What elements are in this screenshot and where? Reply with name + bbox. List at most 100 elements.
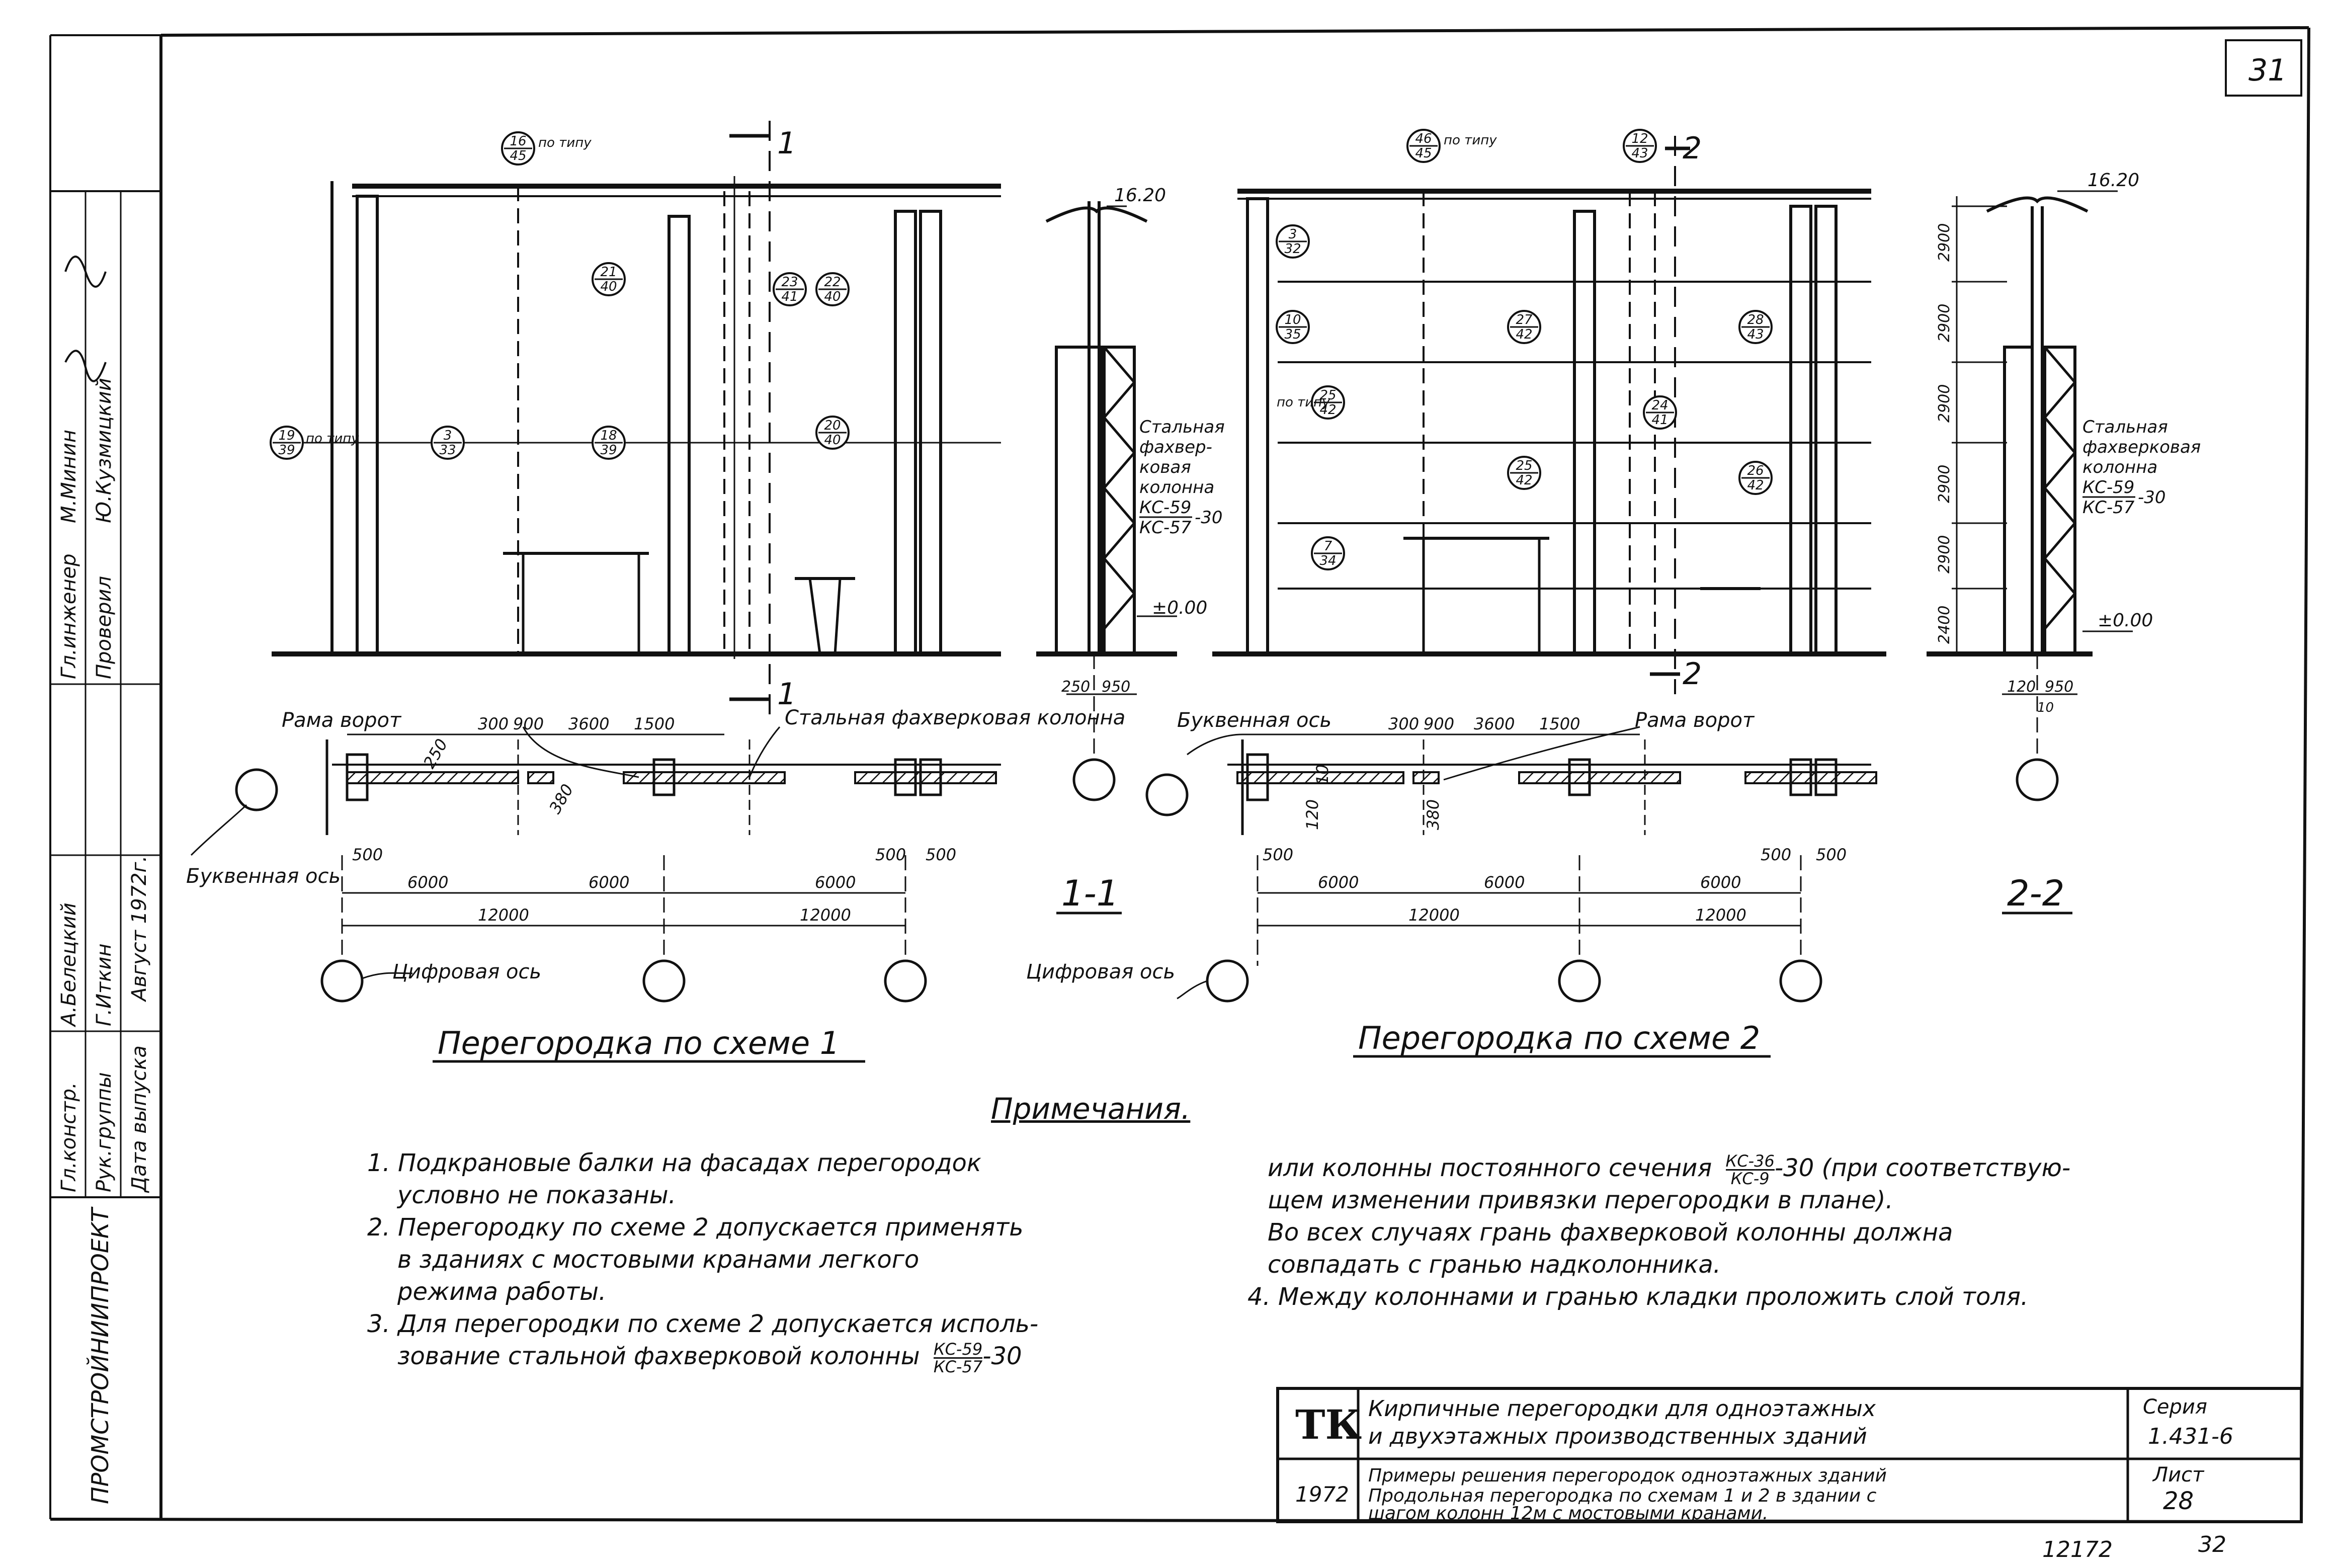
stamp-name: Август 1972г.	[128, 856, 151, 1003]
column-label: Стальная	[1139, 417, 1225, 437]
stamp-name: А.Белецкий	[57, 902, 80, 1028]
note-line: условно не показаны.	[397, 1181, 676, 1209]
mark-num: 26	[1747, 463, 1764, 478]
section-title: 2-2	[2007, 873, 2064, 914]
mark-num: 3	[444, 428, 452, 443]
dim: 6000	[1484, 873, 1525, 892]
column-num: КС-59	[1139, 498, 1191, 518]
mark-den: 45	[510, 148, 526, 163]
height-dim: 2900	[1936, 304, 1953, 342]
mark-num: 23	[781, 275, 798, 290]
mark-num: 25	[1516, 458, 1532, 473]
level-zero: ±0.00	[1152, 598, 1207, 618]
plan-1	[190, 726, 1001, 1003]
mark-num: 28	[1747, 312, 1764, 327]
fraction-suffix: -30	[982, 1342, 1022, 1370]
stamp-role: Проверил	[93, 576, 116, 679]
notes-right: или колонны постоянного сечения КС-36 КС…	[1247, 1152, 2070, 1313]
label-digit-axis: Цифровая ось	[1026, 960, 1175, 983]
dim: 300	[1388, 714, 1419, 733]
note-text: или колонны постоянного сечения	[1268, 1154, 1712, 1182]
level-zero: ±0.00	[2098, 610, 2153, 631]
column-num: КС-59	[2082, 477, 2134, 498]
mark-den: 43	[1631, 146, 1648, 161]
mark-note: по типу	[1444, 133, 1497, 148]
height-dim: 2900	[1936, 535, 1953, 573]
archive-number: 12172	[2042, 1537, 2113, 1562]
note-line: режима работы.	[397, 1278, 607, 1306]
column-label: фахвер-	[1139, 437, 1212, 457]
note-line: 3. Для перегородки по схеме 2 допускаетс…	[367, 1310, 1039, 1338]
dim: 1500	[1539, 714, 1580, 733]
section-mark: 1	[777, 126, 796, 161]
subtitle-line: Продольная перегородка по схемам 1 и 2 в…	[1368, 1486, 1877, 1506]
fraction: КС-36 КС-9	[1725, 1153, 1775, 1187]
elevation-2-marks	[1276, 129, 1773, 570]
level-top: 16.20	[1114, 185, 1166, 206]
note-line: 2. Перегородку по схеме 2 допускается пр…	[367, 1213, 1024, 1242]
mark-num: 16	[510, 134, 526, 149]
level-top: 16.20	[2088, 170, 2139, 191]
dim: 950	[2045, 678, 2073, 696]
dim: 120	[2007, 678, 2036, 696]
stamp-role: Гл.констр.	[57, 1082, 80, 1192]
stamp-role: Гл.инженер	[57, 553, 80, 679]
elevation-1-mark-lines	[273, 147, 847, 444]
mark-den: 40	[824, 289, 841, 304]
label-letter-axis: Буквенная ось	[186, 865, 341, 888]
dim: 120	[1303, 799, 1322, 830]
note-line: или колонны постоянного сечения КС-36 КС…	[1268, 1152, 2070, 1187]
page-number-bottom: 32	[2198, 1532, 2226, 1557]
label-letter-axis: Буквенная ось	[1177, 709, 1331, 732]
sheet-frame	[49, 26, 2310, 1523]
tk-logo: ТК	[1295, 1401, 1362, 1448]
column-label: колонна	[2082, 457, 2157, 477]
note-line: щем изменении привязки перегородки в пла…	[1268, 1186, 1893, 1214]
mark-den: 39	[600, 443, 617, 458]
column-den: КС-57	[1139, 518, 1192, 538]
note-line: в зданиях с мостовыми кранами легкого	[397, 1246, 920, 1274]
mark-den: 41	[781, 289, 798, 304]
dim: 6000	[407, 873, 448, 892]
height-dim: 2400	[1936, 606, 1953, 644]
mark-den: 41	[1651, 412, 1668, 428]
section-1-1	[1036, 201, 1177, 801]
dim: 6000	[1700, 873, 1741, 892]
elevation-2	[1212, 136, 1886, 694]
section-mark: 2	[1683, 656, 1702, 692]
sheet-label: Лист	[2152, 1463, 2205, 1487]
column-label: ковая	[1139, 457, 1191, 477]
mark-num: 18	[600, 428, 617, 443]
stamp-role: Рук.группы	[93, 1072, 116, 1192]
label-steel-column: Стальная фахверковая колонна	[785, 706, 1125, 729]
dim: 950	[1102, 678, 1130, 696]
mark-den: 40	[824, 433, 841, 448]
mark-note: по типу	[306, 431, 359, 446]
note-line: 1. Подкрановые балки на фасадах перегоро…	[367, 1149, 981, 1177]
page-number-top: 31	[2248, 53, 2287, 88]
note-text: зование стальной фахверковой колонны	[397, 1342, 920, 1370]
elevation-2-mark-lines	[1279, 145, 1770, 554]
dim: 900	[513, 714, 544, 733]
height-dim: 2900	[1936, 384, 1953, 423]
note-line: 4. Между колоннами и гранью кладки проло…	[1247, 1283, 2029, 1311]
mark-num: 3	[1289, 227, 1297, 242]
height-dim: 2900	[1936, 223, 1953, 262]
elevation-1	[272, 121, 1001, 714]
plan-title: Перегородка по схеме 1	[438, 1025, 840, 1061]
section-mark: 2	[1683, 131, 1702, 166]
dim: 6000	[1318, 873, 1359, 892]
note-line: совпадать с гранью надколонника.	[1268, 1251, 1721, 1279]
mark-den: 45	[1415, 146, 1432, 161]
mark-den: 33	[439, 443, 456, 458]
mark-num: 12	[1631, 131, 1648, 146]
subtitle-line: Примеры решения перегородок одноэтажных …	[1368, 1465, 1887, 1486]
dim: 3600	[568, 714, 609, 733]
stamp-role: Дата выпуска	[128, 1045, 151, 1193]
plan-2	[1145, 726, 1877, 1003]
mark-den: 40	[600, 279, 617, 294]
section-mark: 1	[777, 677, 796, 712]
title-line: Кирпичные перегородки для одноэтажных	[1368, 1396, 1876, 1422]
mark-den: 42	[1747, 478, 1764, 493]
dim: 500	[1761, 845, 1791, 864]
